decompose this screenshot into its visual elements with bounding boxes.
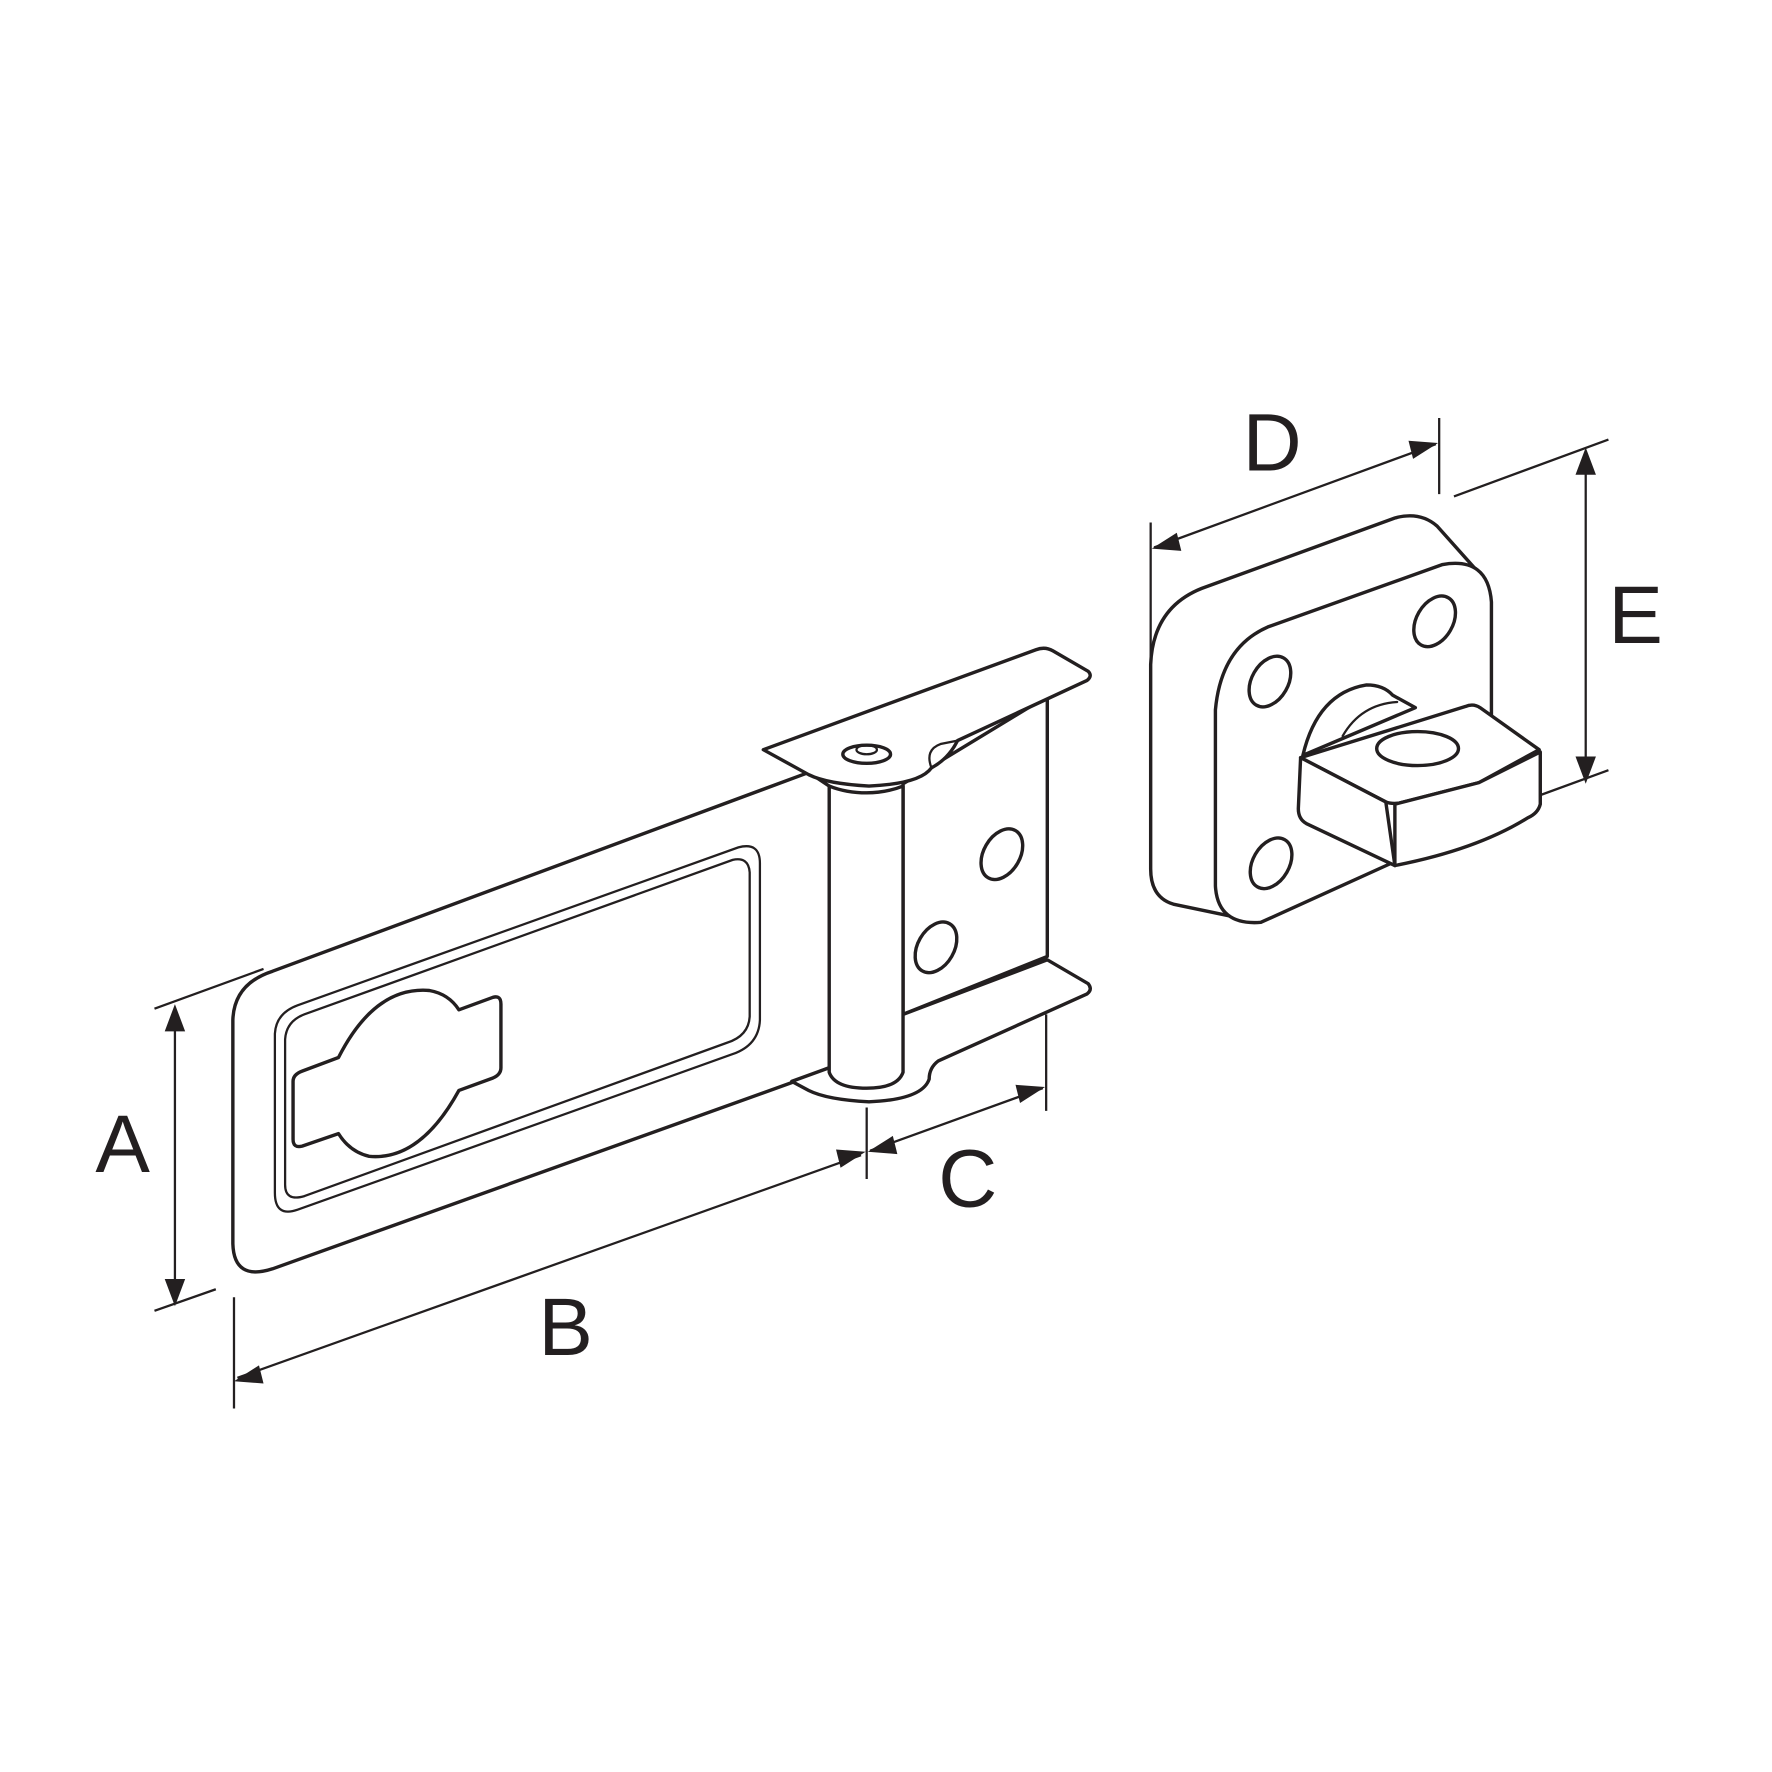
dimension-label-d: D [1243,397,1302,488]
staple-block-side [1393,750,1542,868]
hasp [231,646,1092,1274]
hinge-top-notch [928,739,959,770]
plate-screw-hole-tr [1412,594,1458,649]
hinge-pin-barrel [827,784,905,1090]
dimension-label-e: E [1608,570,1663,661]
dimension-label-a: A [95,1099,150,1190]
plate-screw-hole-tl [1247,654,1293,709]
staple [1148,514,1542,925]
padlock-slot [291,988,503,1159]
dimension-label-c: C [938,1133,997,1224]
leaf-screw-hole-1 [979,827,1025,882]
dimension-label-b: B [538,1282,593,1373]
dimension-b: B [232,1149,866,1409]
dimension-e: E [1453,438,1663,797]
dimension-c: C [865,1014,1048,1224]
plate-screw-hole-bl [1248,836,1294,891]
hinge-pin-head-inner [855,744,879,756]
staple-loop-inner [1341,700,1399,738]
dimension-a: A [95,967,264,1312]
staple-padlock-hole [1375,729,1461,768]
hasp-recess-outer [273,845,762,1213]
staple-block-front [1296,755,1397,868]
hasp-recess-inner [283,858,751,1199]
leaf-screw-hole-2 [913,920,959,975]
dimension-d: D [1149,397,1441,665]
